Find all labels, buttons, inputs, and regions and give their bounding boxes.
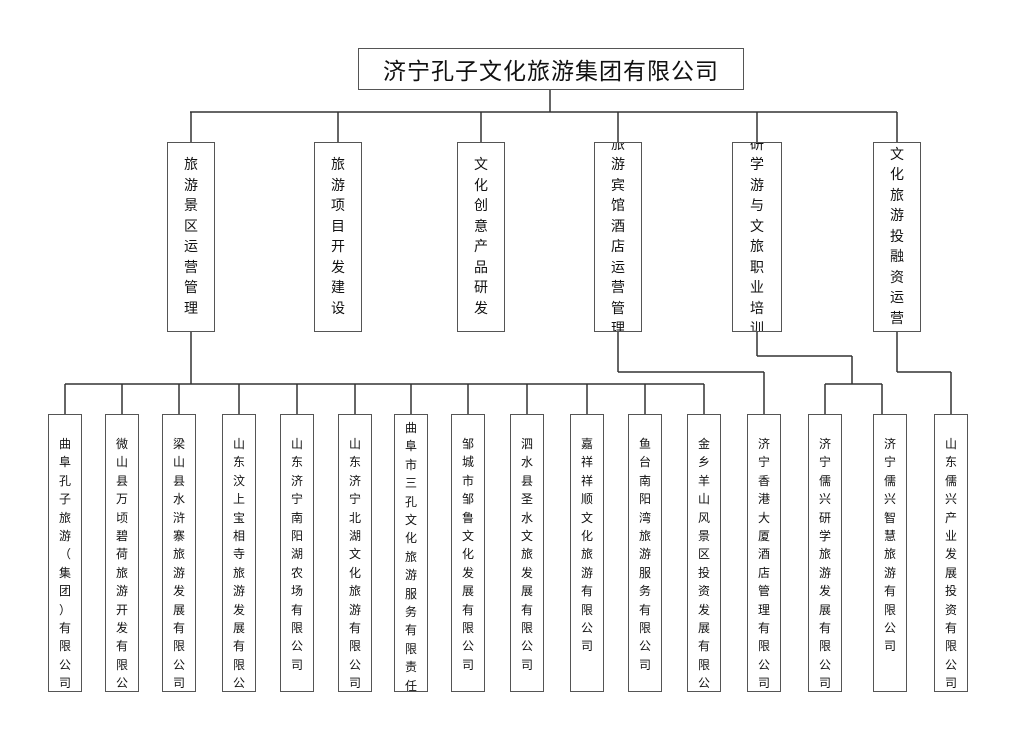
subsidiary-name: 金乡羊山风景区投资发展有限公司 [697,437,710,691]
subsidiary-box: 山东济宁北湖文化旅游有限公司 [338,414,372,692]
subsidiary-box: 鱼台南阳湾旅游服务有限公司 [628,414,662,692]
subsidiary-name: 山东济宁北湖文化旅游有限公司 [348,437,361,691]
subsidiary-box: 山东儒兴产业发展投资有限公司 [934,414,968,692]
subsidiary-name: 嘉祥祥顺文化旅游有限公司 [580,437,593,654]
subsidiary-box: 曲阜市三孔文化旅游服务有限责任公司 [394,414,428,692]
subsidiary-box: 嘉祥祥顺文化旅游有限公司 [570,414,604,692]
root-company-box: 济宁孔子文化旅游集团有限公司 [358,48,744,90]
department-box: 旅游项目开发建设 [314,142,362,332]
subsidiary-box: 济宁香港大厦酒店管理有限公司 [747,414,781,692]
subsidiary-box: 山东汶上宝相寺旅游发展有限公司 [222,414,256,692]
subsidiary-name: 微山县万顷碧荷旅游开发有限公司 [115,437,128,691]
subsidiary-name: 济宁儒兴研学旅游发展有限公司 [818,437,831,691]
subsidiary-name: 山东济宁南阳湖农场有限公司 [290,437,303,672]
subsidiary-name: 鱼台南阳湾旅游服务有限公司 [638,437,651,672]
root-company-name: 济宁孔子文化旅游集团有限公司 [383,59,719,85]
subsidiary-box: 邹城市邹鲁文化发展有限公司 [451,414,485,692]
subsidiary-name: 山东汶上宝相寺旅游发展有限公司 [232,437,245,691]
department-box: 文化创意产品研发 [457,142,505,332]
subsidiary-name: 梁山县水浒寨旅游发展有限公司 [172,437,185,691]
department-box: 旅游景区运营管理 [167,142,215,332]
subsidiary-name: 山东儒兴产业发展投资有限公司 [944,437,957,691]
subsidiary-name: 济宁儒兴智慧旅游有限公司 [883,437,896,654]
department-box: 文化旅游投融资运营 [873,142,921,332]
subsidiary-box: 微山县万顷碧荷旅游开发有限公司 [105,414,139,692]
department-box: 旅游宾馆酒店运营管理 [594,142,642,332]
department-name: 研学游与文旅职业培训 [750,142,764,332]
subsidiary-name: 邹城市邹鲁文化发展有限公司 [461,437,474,672]
subsidiary-name: 济宁香港大厦酒店管理有限公司 [757,437,770,691]
department-name: 旅游景区运营管理 [184,157,198,317]
subsidiary-box: 济宁儒兴研学旅游发展有限公司 [808,414,842,692]
subsidiary-name: 曲阜市三孔文化旅游服务有限责任公司 [404,421,417,692]
subsidiary-box: 曲阜孔子旅游（集团）有限公司 [48,414,82,692]
department-name: 旅游宾馆酒店运营管理 [611,142,625,332]
subsidiary-box: 金乡羊山风景区投资发展有限公司 [687,414,721,692]
department-name: 旅游项目开发建设 [331,157,345,317]
department-box: 研学游与文旅职业培训 [732,142,782,332]
subsidiary-box: 泗水县圣水文旅发展有限公司 [510,414,544,692]
department-name: 文化旅游投融资运营 [890,146,904,327]
department-name: 文化创意产品研发 [474,157,488,317]
subsidiary-box: 济宁儒兴智慧旅游有限公司 [873,414,907,692]
subsidiary-box: 山东济宁南阳湖农场有限公司 [280,414,314,692]
subsidiary-box: 梁山县水浒寨旅游发展有限公司 [162,414,196,692]
subsidiary-name: 泗水县圣水文旅发展有限公司 [520,437,533,672]
subsidiary-name: 曲阜孔子旅游（集团）有限公司 [58,437,71,691]
